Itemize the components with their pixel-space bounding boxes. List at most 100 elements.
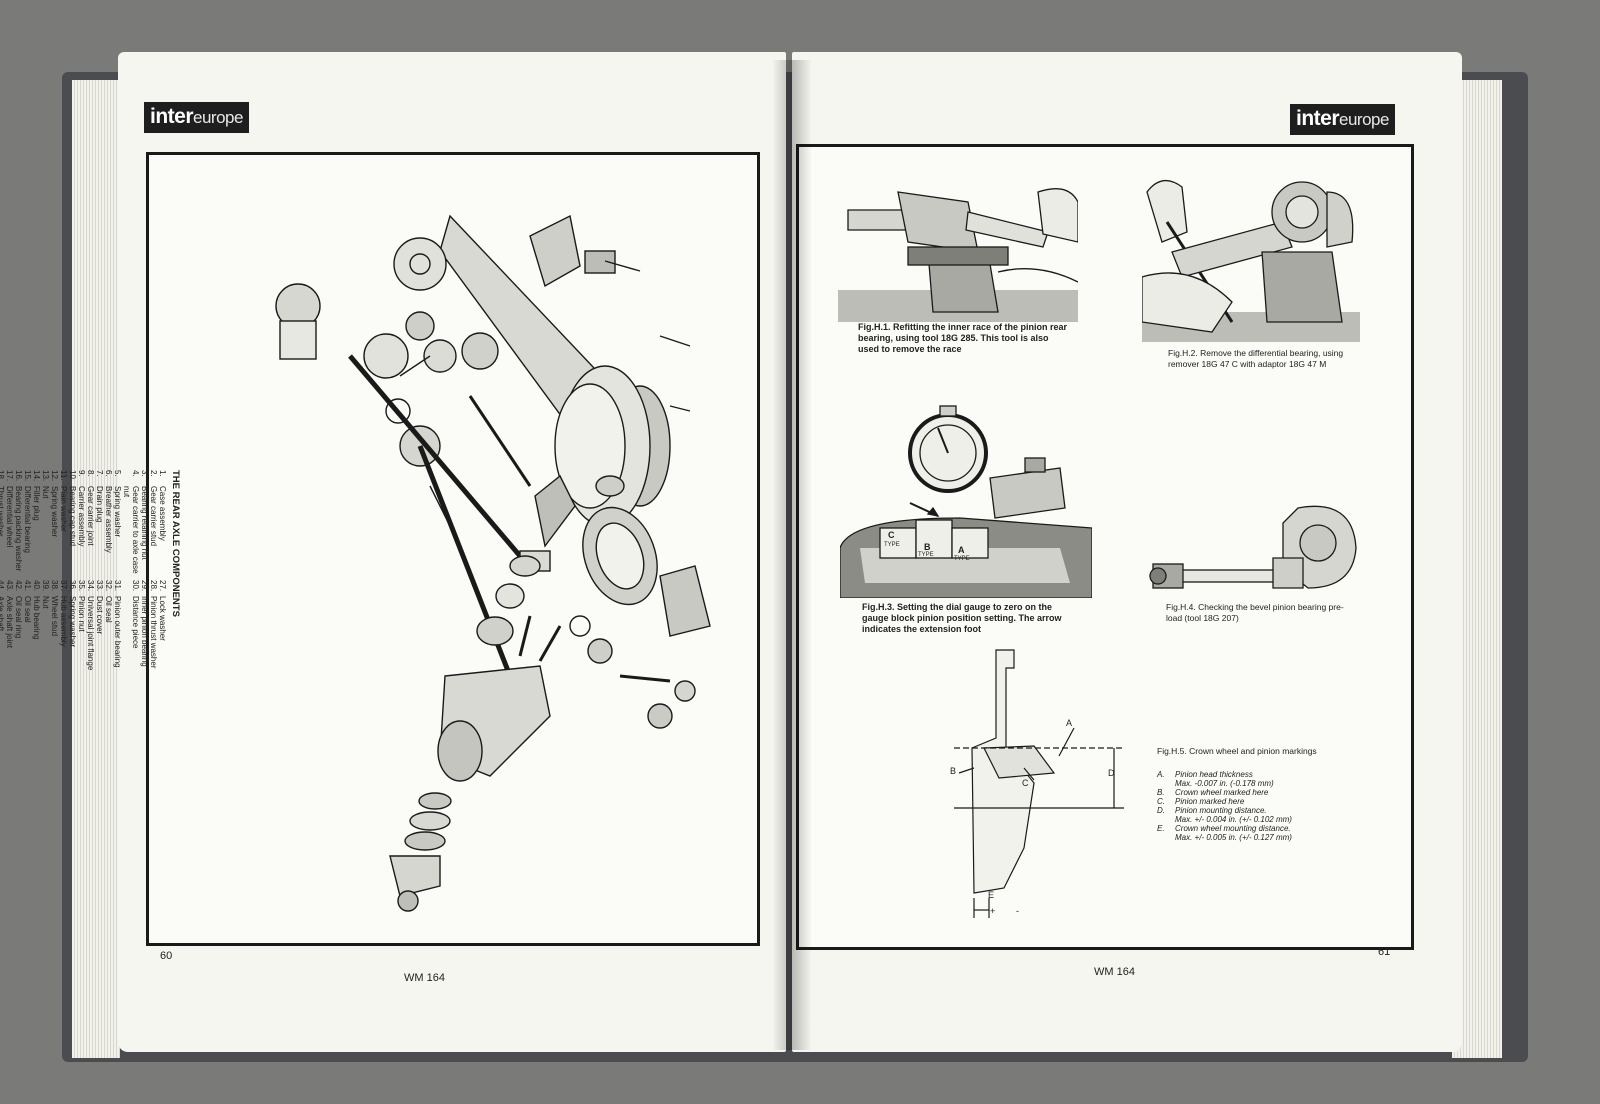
part-name: Thrust washer <box>0 486 5 537</box>
part-name: Bearing retaining nut <box>140 486 149 560</box>
page-number-right: 61 <box>1378 946 1391 958</box>
fig-h1-illustration <box>838 188 1078 322</box>
part-name: Hub assembly <box>59 596 68 647</box>
left-page-frame <box>146 152 760 946</box>
part-number: 8. <box>86 470 95 477</box>
gauge-type-a: TYPE <box>954 556 970 562</box>
part-name: Pinion outer bearing <box>113 596 122 668</box>
part-name: Gear carrier joint <box>86 486 95 546</box>
marking-key: D. <box>1157 806 1165 815</box>
marking-key: B. <box>1157 788 1165 797</box>
part-number: 30. <box>131 580 140 592</box>
part-name: Nut <box>41 596 50 609</box>
part-number: 39. <box>41 580 50 592</box>
part-number: 42. <box>14 580 23 592</box>
gauge-label-c: C <box>888 530 895 540</box>
marking-label-d: D <box>1108 768 1115 778</box>
part-name: Lock washer <box>158 596 167 641</box>
marking-key <box>1157 815 1175 824</box>
marking-label-plus: + <box>990 906 996 916</box>
marking-row: Max. +/- 0.004 in. (+/- 0.102 mm) <box>1157 815 1292 824</box>
part-name: Carrier assembly <box>77 486 86 547</box>
part-name: Breather assembly <box>104 486 113 553</box>
part-number: 31. <box>113 580 122 592</box>
part-name: Oil seal ring <box>14 596 23 639</box>
marking-row: Max. +/- 0.005 in. (+/- 0.127 mm) <box>1157 833 1292 842</box>
part-number: 35. <box>77 580 86 592</box>
part-number: 38. <box>50 580 59 592</box>
rear-axle-parts-list: THE REAR AXLE COMPONENTS 1.Case assembly… <box>0 470 181 670</box>
part-name: Distance piece <box>131 596 140 649</box>
part-name: Hub bearing <box>32 596 41 640</box>
marking-text: Crown wheel marked here <box>1175 788 1269 797</box>
inter-europe-logo-left: intereurope <box>144 102 249 133</box>
part-number: 18. <box>0 470 5 482</box>
marking-text: Max. +/- 0.004 in. (+/- 0.102 mm) <box>1175 815 1292 824</box>
fig-h4-caption: Fig.H.4. Checking the bevel pinion beari… <box>1166 602 1344 623</box>
part-number: 1. <box>158 470 167 477</box>
gauge-label-b: B <box>924 542 931 552</box>
part-name: Gear carrier to axle case nut <box>122 486 140 574</box>
marking-key: C. <box>1157 797 1165 806</box>
part-name: Pinion thrust washer <box>149 596 158 669</box>
gauge-label-a: A <box>958 545 965 555</box>
marking-label-e: E <box>988 890 995 900</box>
marking-label-c: C <box>1022 778 1029 788</box>
marking-text: Crown wheel mounting distance. <box>1175 824 1291 833</box>
parts-list-title: THE REAR AXLE COMPONENTS <box>170 470 181 617</box>
part-name: Gear carrier stud <box>149 486 158 547</box>
fig-h2-caption: Fig.H.2. Remove the differential bearing… <box>1168 348 1344 369</box>
part-name: Oil seal <box>23 596 32 623</box>
part-number: 28. <box>149 580 158 592</box>
part-name: Differential wheel <box>5 486 14 548</box>
part-number: 16. <box>14 470 23 482</box>
fig-h5-caption: Fig.H.5. Crown wheel and pinion markings <box>1157 746 1317 756</box>
part-number: 12. <box>50 470 59 482</box>
part-number: 27. <box>158 580 167 592</box>
fig-h1-caption: Fig.H.1. Refitting the inner race of the… <box>858 322 1068 354</box>
part-name: Inner pinion bearing <box>140 596 149 667</box>
part-name: Spring washer <box>113 486 122 538</box>
part-name: Differential bearing <box>23 486 32 554</box>
book-gutter <box>772 60 812 1050</box>
part-name: Filler plug <box>32 486 41 521</box>
part-number: 13. <box>41 470 50 482</box>
marking-text: Pinion head thickness <box>1175 770 1253 779</box>
marking-key: A. <box>1157 770 1165 779</box>
part-name: Bearing cap stud <box>68 486 77 547</box>
gauge-type-c: TYPE <box>884 542 900 548</box>
part-name: Oil seal <box>104 596 113 623</box>
part-number: 17. <box>5 470 14 482</box>
fig-h3-caption: Fig.H.3. Setting the dial gauge to zero … <box>862 602 1062 634</box>
part-number: 14. <box>32 470 41 482</box>
part-name: Wheel stud <box>50 596 59 637</box>
marking-row: C. Pinion marked here <box>1157 797 1292 806</box>
marking-text: Pinion marked here <box>1175 797 1245 806</box>
part-number: 37. <box>59 580 68 592</box>
fig-h2-illustration <box>1142 180 1360 342</box>
part-number: 9. <box>77 470 86 477</box>
marking-key <box>1157 833 1175 842</box>
part-name: Pinion nut <box>77 596 86 632</box>
marking-row: D.Pinion mounting distance. <box>1157 806 1292 815</box>
part-number: 15. <box>23 470 32 482</box>
marking-key <box>1157 779 1175 788</box>
part-number: 5. <box>113 470 122 477</box>
part-name: Universal joint flange <box>86 596 95 671</box>
marking-row: E.Crown wheel mounting distance. <box>1157 824 1292 833</box>
part-number: 43. <box>5 580 14 592</box>
marking-row: B. Crown wheel marked here <box>1157 788 1292 797</box>
footer-left: WM 164 <box>404 972 445 984</box>
fig-h4-illustration <box>1149 505 1357 589</box>
fig-h5-diagram <box>954 649 1124 918</box>
marking-text: Max. -0.007 in. (-0.178 mm) <box>1175 779 1274 788</box>
fig-h3-illustration <box>840 405 1092 598</box>
part-name: Nut <box>41 486 50 499</box>
footer-right: WM 164 <box>1094 966 1135 978</box>
marking-label-minus: - <box>1016 906 1019 916</box>
part-number: 4. <box>131 470 140 477</box>
inter-europe-logo-right: intereurope <box>1290 104 1395 135</box>
part-name: Plain washer <box>59 486 68 532</box>
